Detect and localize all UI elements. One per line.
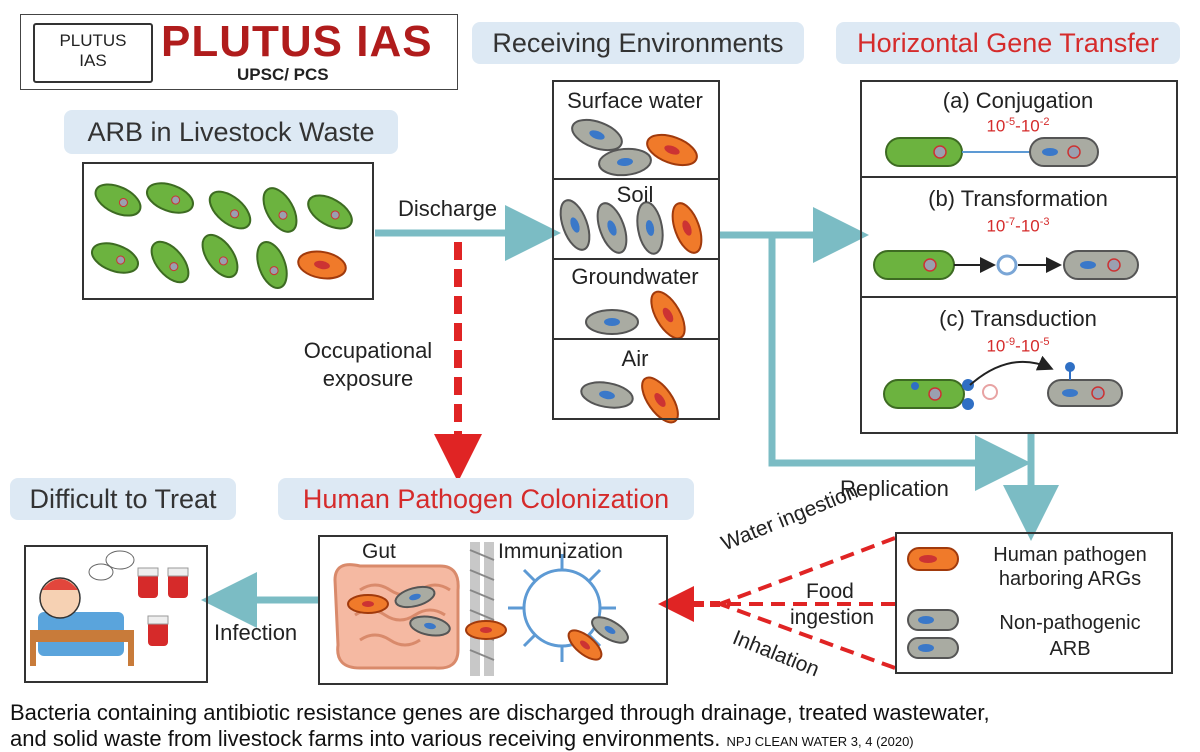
gut-label: Gut: [362, 540, 396, 563]
env-air: Air: [621, 346, 649, 371]
env-divider-1: [552, 178, 718, 180]
arb-header: ARB in Livestock Waste: [64, 110, 398, 154]
arb-box: [82, 162, 374, 300]
colonization-box: [318, 535, 668, 685]
gut-graphic: [333, 563, 460, 670]
replication-label: Replication: [840, 476, 949, 501]
caption-line-2-text: and solid waste from livestock farms int…: [10, 726, 721, 751]
food-label: Food: [806, 580, 854, 603]
hgt-divider-1: [860, 176, 1176, 178]
transduction-rate: 10-9-10-5: [986, 336, 1050, 356]
barrier-graphic: [469, 542, 495, 676]
env-soil: Soil: [616, 182, 654, 207]
transduction-rate-exp-b: -5: [1039, 336, 1050, 348]
legend-box: [895, 532, 1173, 674]
env-divider-2: [552, 258, 718, 260]
transformation-rate-exp-b: -3: [1039, 216, 1050, 228]
env-groundwater: Groundwater: [571, 264, 699, 289]
legend-nonpath-line2: ARB: [1049, 638, 1091, 660]
transformation-rate-exp-a: -7: [1005, 216, 1016, 228]
caption-source: NPJ CLEAN WATER 3, 4 (2020): [726, 734, 914, 749]
legend-nonpath-cells: [907, 609, 959, 659]
hgt-box: [860, 80, 1178, 434]
immunization-graphic: [465, 554, 629, 662]
conjugation-graphic: [885, 137, 1099, 167]
hgt-divider-2: [860, 296, 1176, 298]
legend-pathogen-line1: Human pathogen: [993, 544, 1147, 566]
difficult-header: Difficult to Treat: [10, 478, 236, 520]
transformation-rate-base-a: 10: [986, 216, 1006, 236]
occupational-label: Occupational: [303, 338, 433, 363]
transduction-graphic: [883, 355, 1123, 410]
hgt-header: Horizontal Gene Transfer: [836, 22, 1180, 64]
conjugation-rate-exp-b: -2: [1039, 116, 1050, 128]
logo: PLUTUS IAS PLUTUS IAS UPSC/ PCS: [20, 14, 458, 90]
legend-pathogen-line2: harboring ARGs: [998, 568, 1142, 590]
transduction-rate-exp-a: -9: [1005, 336, 1016, 348]
replication-arrow: [768, 235, 1031, 491]
logo-tagline: UPSC/ PCS: [237, 65, 329, 84]
transformation-graphic: [873, 250, 1139, 280]
transformation-rate-base-b: 10: [1020, 216, 1040, 236]
infection-label: Infection: [214, 620, 298, 645]
transduction-rate-base-a: 10: [986, 336, 1006, 356]
immunization-label: Immunization: [498, 540, 623, 563]
sick-patient-graphic: [30, 550, 135, 666]
conjugation-rate-exp-a: -5: [1005, 116, 1016, 128]
water-route-line: [719, 536, 896, 606]
inhalation-route-line: [719, 602, 896, 670]
colonization-header: Human Pathogen Colonization: [278, 478, 694, 520]
caption-line-1: Bacteria containing antibiotic resistanc…: [10, 700, 990, 725]
env-surface-water: Surface water: [567, 88, 703, 113]
env-divider-3: [552, 338, 718, 340]
receiving-environments-header: Receiving Environments: [472, 22, 804, 64]
arb-cells: [91, 182, 353, 289]
transduction-label: (c) Transduction: [939, 306, 1097, 331]
transformation-rate: 10-7-10-3: [986, 216, 1050, 236]
exposure-label: exposure: [322, 366, 414, 391]
conjugation-label: (a) Conjugation: [942, 88, 1094, 113]
environments-box: [552, 80, 720, 420]
logo-laptop-icon: PLUTUS IAS: [33, 23, 153, 83]
pill-bottles-graphic: [137, 567, 189, 646]
legend-pathogen-cell: [907, 547, 959, 571]
transduction-rate-base-b: 10: [1020, 336, 1040, 356]
ingestion-label: ingestion: [790, 606, 875, 629]
conjugation-rate-base-b: 10: [1020, 116, 1040, 136]
discharge-label: Discharge: [398, 196, 498, 221]
caption-line-2: and solid waste from livestock farms int…: [10, 726, 914, 752]
legend-nonpath-line1: Non-pathogenic: [999, 612, 1141, 634]
conjugation-rate: 10-5-10-2: [986, 116, 1050, 136]
logo-brand: PLUTUS IAS: [161, 17, 433, 66]
conjugation-rate-base-a: 10: [986, 116, 1006, 136]
environment-cells: [559, 118, 703, 424]
logo-screen-text-1: PLUTUS: [59, 31, 127, 50]
transformation-label: (b) Transformation: [928, 186, 1108, 211]
logo-screen-text-2: IAS: [79, 51, 107, 70]
patient-box: [24, 545, 208, 683]
